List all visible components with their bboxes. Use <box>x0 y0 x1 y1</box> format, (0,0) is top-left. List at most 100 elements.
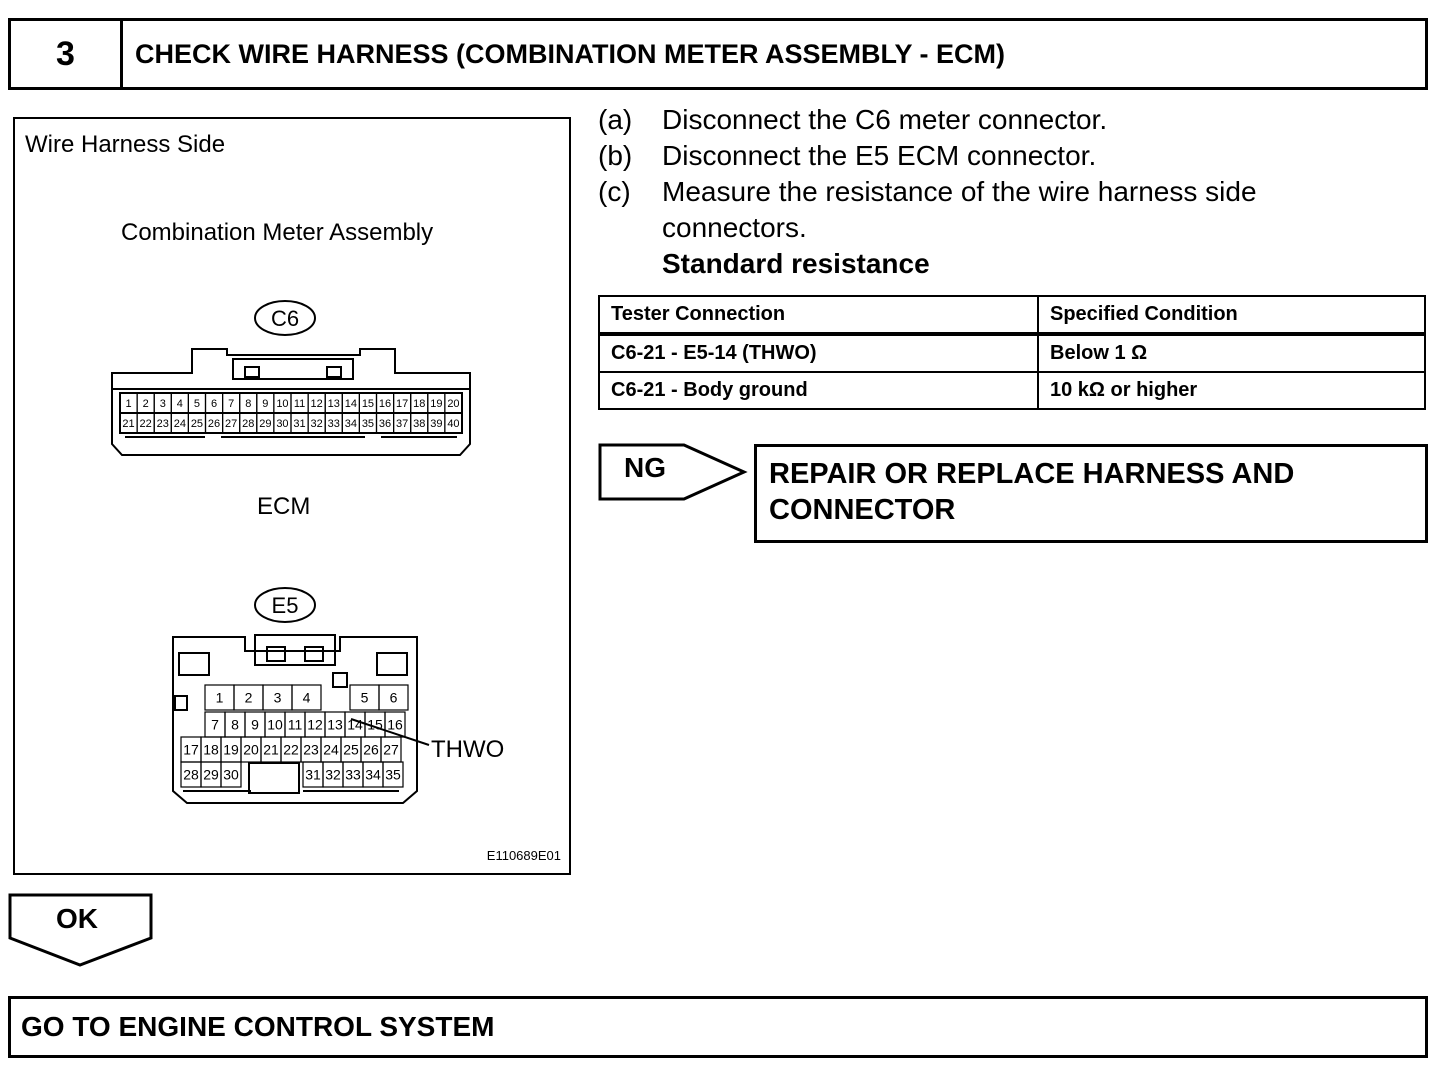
pin-number: 8 <box>245 398 251 410</box>
pin-number: 2 <box>143 398 149 410</box>
step-letter: (a) <box>598 104 633 135</box>
pin-number: 34 <box>345 418 357 430</box>
pin-number: 4 <box>177 398 183 410</box>
pin-number: 37 <box>396 418 408 430</box>
ng-action-box: REPAIR OR REPLACE HARNESS AND CONNECTOR <box>754 444 1428 543</box>
pin-number: 35 <box>385 767 401 783</box>
pin-number: 34 <box>365 767 381 783</box>
step-a: (a) Disconnect the C6 meter connector. <box>598 102 1398 138</box>
pin-number: 8 <box>231 717 239 733</box>
pin-number: 32 <box>325 767 341 783</box>
pin-number: 24 <box>174 418 186 430</box>
pin-number: 2 <box>245 690 253 706</box>
table-row: C6-21 - E5-14 (THWO) Below 1 Ω <box>598 333 1426 373</box>
pin-number: 5 <box>361 690 369 706</box>
pin-number: 33 <box>345 767 361 783</box>
ecm-label: ECM <box>257 493 311 520</box>
pin-number: 3 <box>274 690 282 706</box>
pin-number: 17 <box>183 742 199 758</box>
e5-connector-tag: E5 <box>254 587 316 623</box>
pin-number: 6 <box>211 398 217 410</box>
pin-number: 31 <box>305 767 321 783</box>
table-row: C6-21 - Body ground 10 kΩ or higher <box>598 371 1426 410</box>
ok-label: OK <box>56 903 98 934</box>
pin-number: 17 <box>396 398 408 410</box>
step-text: Disconnect the E5 ECM connector. <box>662 140 1097 171</box>
c6-connector-label: C6 <box>271 306 299 331</box>
pin-number: 32 <box>311 418 323 430</box>
pin-number: 27 <box>225 418 237 430</box>
pin-number: 21 <box>122 418 134 430</box>
pin-number: 23 <box>303 742 319 758</box>
pin-number: 36 <box>379 418 391 430</box>
pin-number: 12 <box>311 398 323 410</box>
pin-number: 25 <box>343 742 359 758</box>
pin-number: 29 <box>259 418 271 430</box>
pin-number: 10 <box>267 717 283 733</box>
pin-number: 33 <box>328 418 340 430</box>
pin-number: 18 <box>413 398 425 410</box>
table-cell: C6-21 - Body ground <box>598 371 1039 410</box>
step-b: (b) Disconnect the E5 ECM connector. <box>598 138 1398 174</box>
thwo-label: THWO <box>431 736 504 763</box>
table-cell: 10 kΩ or higher <box>1037 371 1426 410</box>
procedure-steps: (a) Disconnect the C6 meter connector. (… <box>598 102 1398 282</box>
pin-number: 27 <box>383 742 399 758</box>
ok-action-box: GO TO ENGINE CONTROL SYSTEM <box>8 996 1428 1058</box>
pin-cell <box>378 684 409 711</box>
pin-number: 23 <box>157 418 169 430</box>
spec-table: Tester Connection Specified Condition C6… <box>598 295 1426 410</box>
table-cell: C6-21 - E5-14 (THWO) <box>598 333 1039 373</box>
wire-harness-side-label: Wire Harness Side <box>25 131 226 158</box>
pin-number: 12 <box>307 717 323 733</box>
pin-number: 9 <box>251 717 259 733</box>
pin-number: 24 <box>323 742 339 758</box>
step-title: CHECK WIRE HARNESS (COMBINATION METER AS… <box>135 38 1006 69</box>
pin-cell <box>444 412 463 434</box>
pin-number: 29 <box>203 767 219 783</box>
pin-number: 7 <box>211 717 219 733</box>
meter-assembly-label: Combination Meter Assembly <box>121 219 434 246</box>
pin-number: 11 <box>288 717 303 733</box>
pin-number: 1 <box>216 690 224 706</box>
table-cell: Below 1 Ω <box>1037 333 1426 373</box>
step-text: Disconnect the C6 meter connector. <box>662 104 1108 135</box>
table-header-row: Tester Connection Specified Condition <box>598 295 1426 336</box>
pin-number: 31 <box>293 418 305 430</box>
pin-number: 14 <box>345 398 357 410</box>
pin-number: 13 <box>328 398 340 410</box>
pin-number: 40 <box>447 418 459 430</box>
pin-number: 4 <box>303 690 311 706</box>
pin-number: 10 <box>276 398 288 410</box>
pin-number: 26 <box>208 418 220 430</box>
pin-number: 20 <box>447 398 459 410</box>
pin-cell <box>220 761 242 788</box>
pin-number: 21 <box>263 742 279 758</box>
thwo-callout: THWO <box>350 718 504 763</box>
pin-number: 28 <box>183 767 199 783</box>
pin-number: 20 <box>243 742 259 758</box>
connector-figure: Wire Harness Side Combination Meter Asse… <box>13 117 571 875</box>
pin-number: 28 <box>242 418 254 430</box>
pin-number: 26 <box>363 742 379 758</box>
ng-label: NG <box>624 452 666 483</box>
pin-number: 1 <box>125 398 131 410</box>
pin-number: 7 <box>228 398 234 410</box>
pin-number: 15 <box>362 398 374 410</box>
pin-number: 14 <box>347 717 363 733</box>
pin-number: 39 <box>430 418 442 430</box>
ng-arrow-icon <box>598 443 748 501</box>
step-letter: (c) <box>598 176 631 207</box>
pin-number: 22 <box>283 742 299 758</box>
pin-cell <box>291 684 322 711</box>
pin-number: 25 <box>191 418 203 430</box>
step-text: Measure the resistance of the wire harne… <box>662 176 1257 243</box>
header-cell: Specified Condition <box>1037 295 1426 336</box>
pin-number: 19 <box>430 398 442 410</box>
pin-number: 11 <box>294 398 305 410</box>
step-number: 3 <box>11 21 123 87</box>
figure-id: E110689E01 <box>486 848 561 863</box>
step-c: (c) Measure the resistance of the wire h… <box>598 174 1398 246</box>
